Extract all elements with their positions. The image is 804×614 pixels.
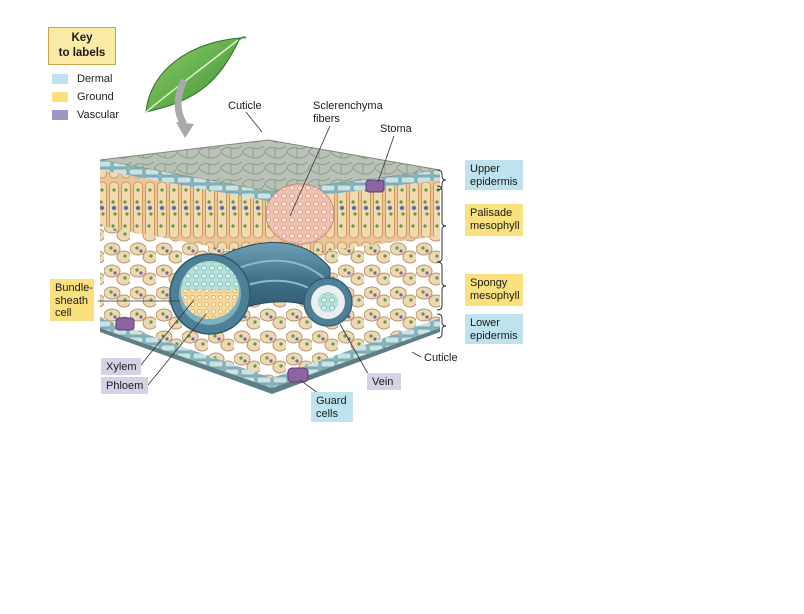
label-bundle-sheath-line2: sheath — [55, 294, 89, 307]
label-cuticle-top: Cuticle — [228, 100, 262, 112]
guard-cells — [287, 367, 309, 383]
vascular-swatch — [52, 110, 68, 120]
upper-epidermis-left — [100, 160, 272, 202]
key-title-line1: Key — [71, 32, 93, 44]
key-label-vascular: Vascular — [77, 109, 119, 121]
leaf-block — [99, 139, 441, 394]
label-stoma: Stoma — [380, 123, 412, 135]
label-spongy-line2: mesophyll — [470, 289, 520, 302]
stoma-lower-left — [115, 317, 135, 331]
vein-cross-section-small — [303, 277, 353, 327]
arrow-icon — [174, 78, 194, 138]
label-bundle-sheath-line1: Bundle- — [55, 282, 93, 294]
label-phloem: Phloem — [101, 377, 148, 394]
dermal-swatch — [52, 74, 68, 84]
key-title-line2: to labels — [58, 47, 106, 59]
label-vein: Vein — [367, 373, 401, 390]
label-palisade-line2: mesophyll — [470, 219, 520, 232]
label-xylem: Xylem — [101, 358, 141, 375]
layer-brackets — [436, 169, 447, 339]
label-guard-cells: Guard cells — [311, 392, 353, 422]
label-bundle-sheath-line3: cell — [55, 307, 72, 319]
key-label-dermal: Dermal — [77, 73, 113, 85]
stoma-upper — [365, 179, 385, 193]
label-sclerenchyma-line2: fibers — [313, 112, 340, 125]
label-spongy-mesophyll: Spongy mesophyll — [465, 274, 523, 306]
sclerenchyma — [265, 183, 335, 245]
label-bundle-sheath-cell: Bundle- sheath cell — [50, 279, 94, 321]
label-guard-cells-line2: cells — [316, 407, 339, 420]
key-title-box: Key to labels — [48, 27, 116, 65]
label-palisade-line1: Palisade — [470, 207, 513, 219]
label-guard-cells-line1: Guard — [316, 395, 347, 407]
leader-lines — [98, 111, 422, 397]
palisade-left — [100, 170, 272, 258]
label-cuticle-bottom: Cuticle — [424, 352, 458, 364]
label-spongy-line1: Spongy — [470, 277, 508, 289]
vein-cross-section-large — [169, 253, 251, 335]
label-lower-epidermis: Lower epidermis — [465, 314, 523, 344]
label-palisade-mesophyll: Palisade mesophyll — [465, 204, 523, 236]
label-sclerenchyma-line1: Sclerenchyma — [313, 100, 383, 112]
label-sclerenchyma: Sclerenchyma fibers — [313, 100, 383, 125]
label-upper-epidermis-line2: epidermis — [470, 175, 518, 188]
lower-epidermis-left — [100, 318, 272, 388]
key-label-ground: Ground — [77, 91, 114, 103]
leaf-icon — [145, 36, 247, 113]
label-upper-epidermis: Upper epidermis — [465, 160, 523, 190]
ground-swatch — [52, 92, 68, 102]
label-upper-epidermis-line1: Upper — [470, 163, 500, 175]
label-lower-epidermis-line1: Lower — [470, 317, 500, 329]
label-lower-epidermis-line2: epidermis — [470, 329, 518, 342]
